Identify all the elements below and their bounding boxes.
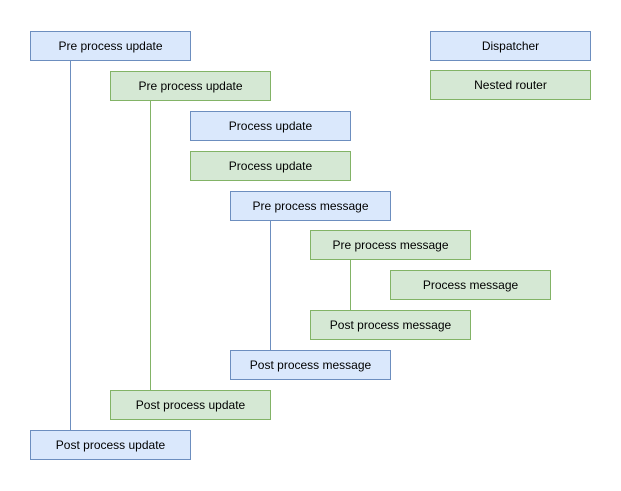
node-pre-process-update-green: Pre process update bbox=[110, 71, 271, 101]
node-post-process-message-blue: Post process message bbox=[230, 350, 391, 380]
node-post-process-update-blue: Post process update bbox=[30, 430, 191, 460]
node-pre-process-update-blue: Pre process update bbox=[30, 31, 191, 61]
node-post-process-update-green: Post process update bbox=[110, 390, 271, 420]
node-dispatcher: Dispatcher bbox=[430, 31, 591, 61]
node-process-update-blue: Process update bbox=[190, 111, 351, 141]
node-post-process-message-green: Post process message bbox=[310, 310, 471, 340]
node-process-message: Process message bbox=[390, 270, 551, 300]
node-pre-process-message-green: Pre process message bbox=[310, 230, 471, 260]
connector-pre-post-update-green bbox=[150, 101, 151, 390]
connector-pre-post-message-blue bbox=[270, 221, 271, 350]
node-nested-router: Nested router bbox=[430, 70, 591, 100]
node-process-update-green: Process update bbox=[190, 151, 351, 181]
node-pre-process-message-blue: Pre process message bbox=[230, 191, 391, 221]
connector-pre-post-message-green bbox=[350, 260, 351, 310]
connector-pre-post-update-blue bbox=[70, 61, 71, 430]
